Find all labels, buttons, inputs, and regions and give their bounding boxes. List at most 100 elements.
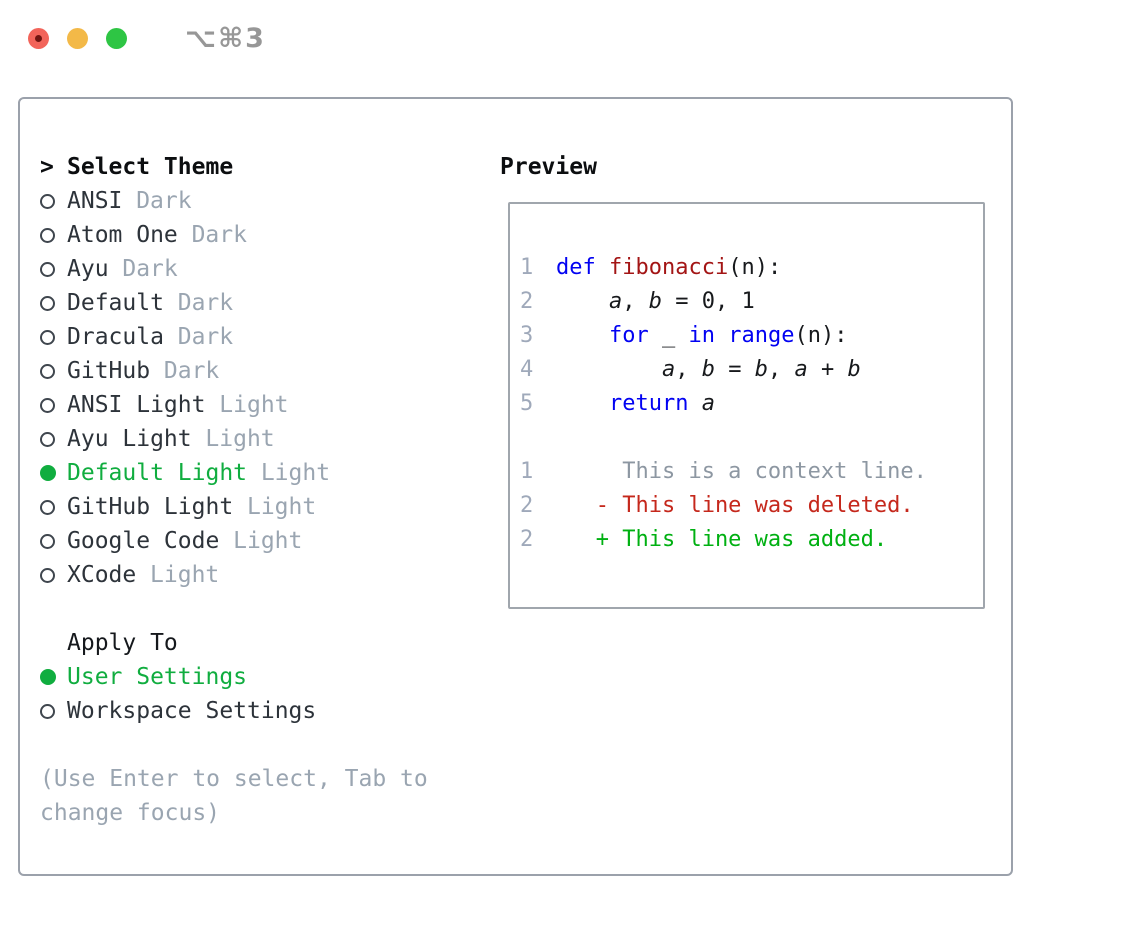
code-segment-var: a [794, 357, 808, 382]
code-line: 5 return a [520, 387, 983, 421]
apply-option-label: Workspace Settings [67, 698, 317, 724]
code-segment-plain: + [807, 357, 848, 382]
radio-marker [40, 261, 67, 277]
radio-selected-icon [40, 669, 56, 685]
radio-marker [40, 329, 67, 345]
theme-variant: Light [233, 528, 303, 554]
theme-variant: Dark [177, 290, 234, 316]
radio-marker [40, 363, 67, 379]
radio-marker [40, 499, 67, 515]
radio-unselected-icon [40, 397, 55, 413]
code-segment-plain [556, 323, 609, 348]
radio-unselected-icon [40, 363, 55, 379]
theme-name: ANSI Light [67, 392, 206, 418]
code-segment-var: a [661, 357, 676, 382]
code-segment-function: fibonacci [608, 255, 729, 280]
line-number: 5 [520, 391, 534, 416]
theme-option-default[interactable]: Default Dark [40, 286, 460, 320]
zoom-button[interactable] [106, 27, 127, 49]
code-segment-plain: (n): [728, 255, 782, 280]
line-number: 2 [520, 289, 534, 314]
keyboard-shortcut-label: ⌥⌘3 [185, 22, 266, 54]
radio-marker [40, 533, 67, 549]
code-segment-var: b [847, 357, 861, 382]
code-segment-context: This is a context line. [556, 459, 927, 484]
code-segment-plain [556, 289, 609, 314]
code-segment-plain: (n): [794, 323, 848, 348]
radio-marker [40, 669, 67, 685]
theme-variant: Light [219, 392, 289, 418]
theme-option-ayu[interactable]: Ayu Dark [40, 252, 460, 286]
theme-name: Ayu [67, 256, 109, 282]
code-line: 2 + This line was added. [520, 523, 983, 557]
code-segment-keyword: for [608, 323, 649, 348]
code-line [520, 421, 983, 455]
theme-list-title: Select Theme [67, 154, 234, 180]
theme-option-ansi-light[interactable]: ANSI Light Light [40, 388, 460, 422]
radio-unselected-icon [40, 295, 55, 311]
code-segment-plain [715, 323, 728, 348]
theme-name: Google Code [67, 528, 220, 554]
radio-unselected-icon [40, 533, 55, 549]
radio-unselected-icon [40, 703, 55, 719]
theme-variant: Light [246, 494, 317, 520]
apply-option-user-settings[interactable]: User Settings [40, 660, 460, 694]
radio-unselected-icon [40, 499, 55, 515]
radio-marker [40, 465, 67, 481]
code-line: 4 a, b = b, a + b [520, 353, 983, 387]
theme-option-github-light[interactable]: GitHub Light Light [40, 490, 460, 524]
code-segment-plain: = 0, 1 [661, 289, 755, 314]
code-segment-plain [556, 357, 662, 382]
line-number: 1 [520, 459, 534, 484]
theme-variant: Dark [163, 358, 220, 384]
theme-option-xcode[interactable]: XCode Light [40, 558, 460, 592]
radio-marker [40, 567, 67, 583]
theme-variant: Dark [122, 256, 178, 282]
code-segment-var: b [754, 357, 768, 382]
theme-variant: Dark [136, 188, 192, 214]
theme-option-google-code[interactable]: Google Code Light [40, 524, 460, 558]
radio-unselected-icon [40, 261, 55, 277]
code-segment-plain [688, 391, 701, 416]
theme-list-header: > Select Theme [40, 150, 460, 184]
code-line: 2 - This line was deleted. [520, 489, 983, 523]
code-segment-plain: , [767, 357, 795, 382]
code-segment-plain: , [622, 289, 649, 314]
theme-name: XCode [67, 562, 137, 588]
theme-option-github[interactable]: GitHub Dark [40, 354, 460, 388]
apply-option-label: User Settings [67, 664, 248, 690]
radio-marker [40, 703, 67, 719]
radio-unselected-icon [40, 329, 55, 345]
theme-name: GitHub Light [67, 494, 234, 520]
radio-marker [40, 397, 67, 413]
apply-option-workspace-settings[interactable]: Workspace Settings [40, 694, 460, 728]
theme-name: Default [67, 290, 164, 316]
line-number: 3 [520, 323, 534, 348]
code-segment-plain: , [675, 357, 702, 382]
close-button[interactable] [28, 27, 49, 49]
radio-marker [40, 193, 67, 209]
preview-title: Preview [500, 154, 597, 180]
code-segment-keyword: return [608, 391, 689, 416]
chevron-right-icon: > [40, 154, 54, 180]
line-number: 1 [520, 255, 534, 280]
minimize-button[interactable] [67, 27, 88, 49]
radio-marker [40, 431, 67, 447]
radio-unselected-icon [40, 431, 55, 447]
code-segment-var: b [648, 289, 662, 314]
theme-name: GitHub [67, 358, 151, 384]
theme-variant: Light [150, 562, 220, 588]
code-segment-plain: _ [648, 323, 689, 348]
code-line: 3 for _ in range(n): [520, 319, 983, 353]
code-segment-deleted: - This line was deleted. [556, 493, 914, 518]
